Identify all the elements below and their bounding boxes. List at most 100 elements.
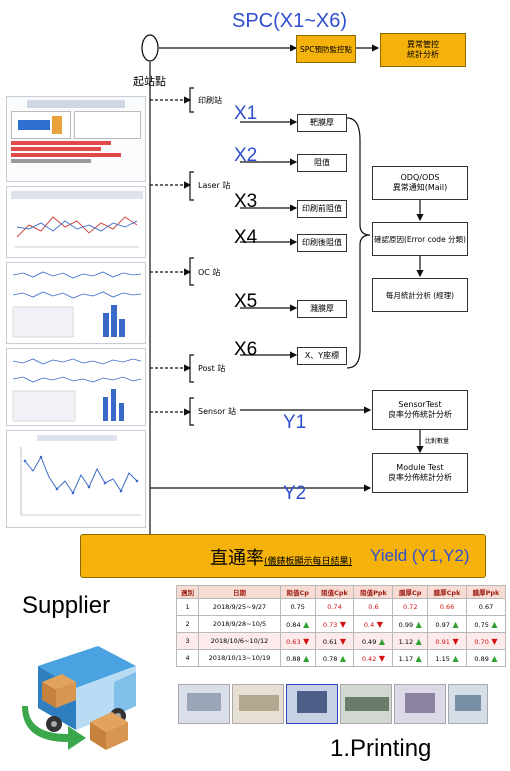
cell-value-text: 1.12	[398, 637, 414, 646]
anomaly-notify-box: ODQ/ODS 異常通知(Mail)	[372, 166, 468, 200]
th-r-cp: 阻值Cp	[279, 585, 316, 599]
cell-value-text: 0.78	[322, 654, 338, 663]
printing-label: 1.Printing	[330, 735, 432, 762]
cell-value-text: 0.72	[402, 603, 418, 611]
printing-photo-6	[448, 684, 488, 724]
yield-main-label: 直通率(儀錶板顯示每日結果)	[210, 544, 352, 570]
cell-value-text: 0.66	[439, 603, 455, 611]
yield-main-text: 直通率	[210, 548, 264, 569]
arrow-up-icon: ▲	[300, 619, 310, 629]
arrow-down-icon: ▼	[376, 653, 386, 663]
report-thumbnail-2	[6, 186, 146, 258]
arrow-up-icon: ▲	[413, 619, 422, 629]
cell-value-text: 0.74	[327, 603, 342, 611]
compare-label: 比對數量	[425, 438, 450, 445]
cell-value-text: 0.4	[363, 620, 375, 629]
cell-value: 0.99 ▲	[392, 615, 429, 633]
arrow-up-icon: ▲	[413, 636, 422, 646]
cell-value-text: 0.63	[286, 637, 301, 646]
cell-value-text: 0.73	[322, 620, 338, 629]
th-t-ppk: 膜厚Ppk	[466, 585, 506, 599]
cell-value: 0.97 ▲	[427, 615, 467, 633]
table-header-row: 週別 日期 阻值Cp 阻值Cpk 阻值Ppk 膜厚Cp 膜厚Cpk 膜厚Ppk	[175, 585, 506, 599]
report-thumbnail-5	[6, 430, 146, 528]
cell-value-text: 0.75	[474, 620, 489, 629]
measure-box-2: 阻值	[297, 154, 347, 172]
supplier-label: Supplier	[22, 592, 111, 619]
cell-value-text: 0.70	[474, 637, 489, 646]
cell-value-text: 1.17	[398, 654, 414, 663]
arrow-up-icon: ▲	[300, 653, 310, 663]
cell-value-text: 0.61	[322, 637, 338, 646]
cell-value: 0.67	[466, 598, 506, 616]
printing-photo-2	[232, 684, 284, 724]
cell-value: 0.75 ▲	[466, 615, 506, 633]
th-r-ppk: 阻值Ppk	[353, 585, 394, 599]
cell-value-text: 0.84	[286, 620, 301, 629]
report-thumbnail-4	[6, 348, 146, 426]
module-test-box: Module Test 良率分佈統計分析	[372, 453, 468, 493]
cell-value: 0.66	[427, 598, 467, 616]
station-oc: OC 站	[198, 268, 221, 277]
cell-value: 0.91 ▼	[427, 632, 467, 650]
measure-box-5: 濺膜厚	[297, 300, 347, 318]
x4-label: X4	[234, 227, 258, 248]
arrow-down-icon: ▼	[374, 619, 383, 629]
report-thumbnail-3	[6, 262, 146, 344]
yield-sub-text: (儀錶板顯示每日結果)	[264, 557, 353, 567]
cell-value: 0.42 ▼	[353, 649, 394, 667]
arrow-up-icon: ▲	[449, 619, 459, 629]
monthly-analysis-box: 每月統計分析 (經理)	[372, 278, 468, 312]
cell-week: 3	[175, 632, 200, 650]
printing-photo-4	[340, 684, 392, 724]
x6-label: X6	[234, 339, 258, 360]
cell-value: 0.4 ▼	[353, 615, 394, 633]
cell-value: 0.75	[279, 598, 316, 616]
printing-photo-strip	[178, 684, 488, 724]
report-thumbnail-1	[6, 96, 146, 182]
cell-week: 2	[175, 615, 200, 633]
cell-value: 0.89 ▲	[466, 649, 506, 667]
x5-label: X5	[234, 291, 258, 312]
th-r-cpk: 阻值Cpk	[314, 585, 355, 599]
confirm-cause-box: 確認原因(Error code 分類)	[372, 222, 468, 256]
cell-week: 4	[175, 649, 200, 667]
station-printing: 印刷站	[198, 96, 222, 105]
cell-value: 1.15 ▲	[427, 649, 467, 667]
cpk-table: 週別 日期 阻值Cp 阻值Cpk 阻值Ppk 膜厚Cp 膜厚Cpk 膜厚Ppk …	[175, 585, 506, 667]
cell-value: 0.78 ▲	[314, 649, 355, 667]
arrow-down-icon: ▼	[488, 636, 498, 646]
printing-photo-5	[394, 684, 446, 724]
x1-label: X1	[234, 103, 258, 124]
cell-value-text: 1.15	[435, 654, 450, 663]
start-label: 起站點	[133, 75, 166, 88]
cell-value-text: 0.91	[435, 637, 450, 646]
cell-value: 0.88 ▲	[279, 649, 316, 667]
x2-label: X2	[234, 145, 258, 166]
yield-y-label: Yield (Y1,Y2)	[370, 546, 470, 565]
cell-value-text: 0.89	[474, 654, 489, 663]
arrow-up-icon: ▲	[376, 636, 386, 646]
cell-value-text: 0.99	[398, 620, 414, 629]
th-date: 日期	[198, 585, 281, 599]
arrow-up-icon: ▲	[488, 619, 498, 629]
th-t-cpk: 膜厚Cpk	[427, 585, 467, 599]
printing-photo-1	[178, 684, 230, 724]
station-sensor: Sensor 站	[198, 407, 236, 416]
sensor-test-box: SensorTest 良率分佈統計分析	[372, 390, 468, 430]
cell-value: 1.12 ▲	[392, 632, 429, 650]
spc-label: SPC(X1~X6)	[232, 10, 348, 32]
cell-value-text: 0.49	[361, 637, 377, 646]
arrow-up-icon: ▲	[337, 653, 347, 663]
cell-value-text: 0.75	[290, 603, 305, 611]
yield-bar	[80, 534, 486, 578]
cell-value-text: 0.67	[478, 603, 494, 611]
cell-date: 2018/9/25~9/27	[198, 598, 281, 616]
printing-photo-3	[286, 684, 338, 724]
spc-monitor-box: SPC預防監控點	[296, 35, 356, 63]
cell-date: 2018/10/6~10/12	[198, 632, 281, 650]
